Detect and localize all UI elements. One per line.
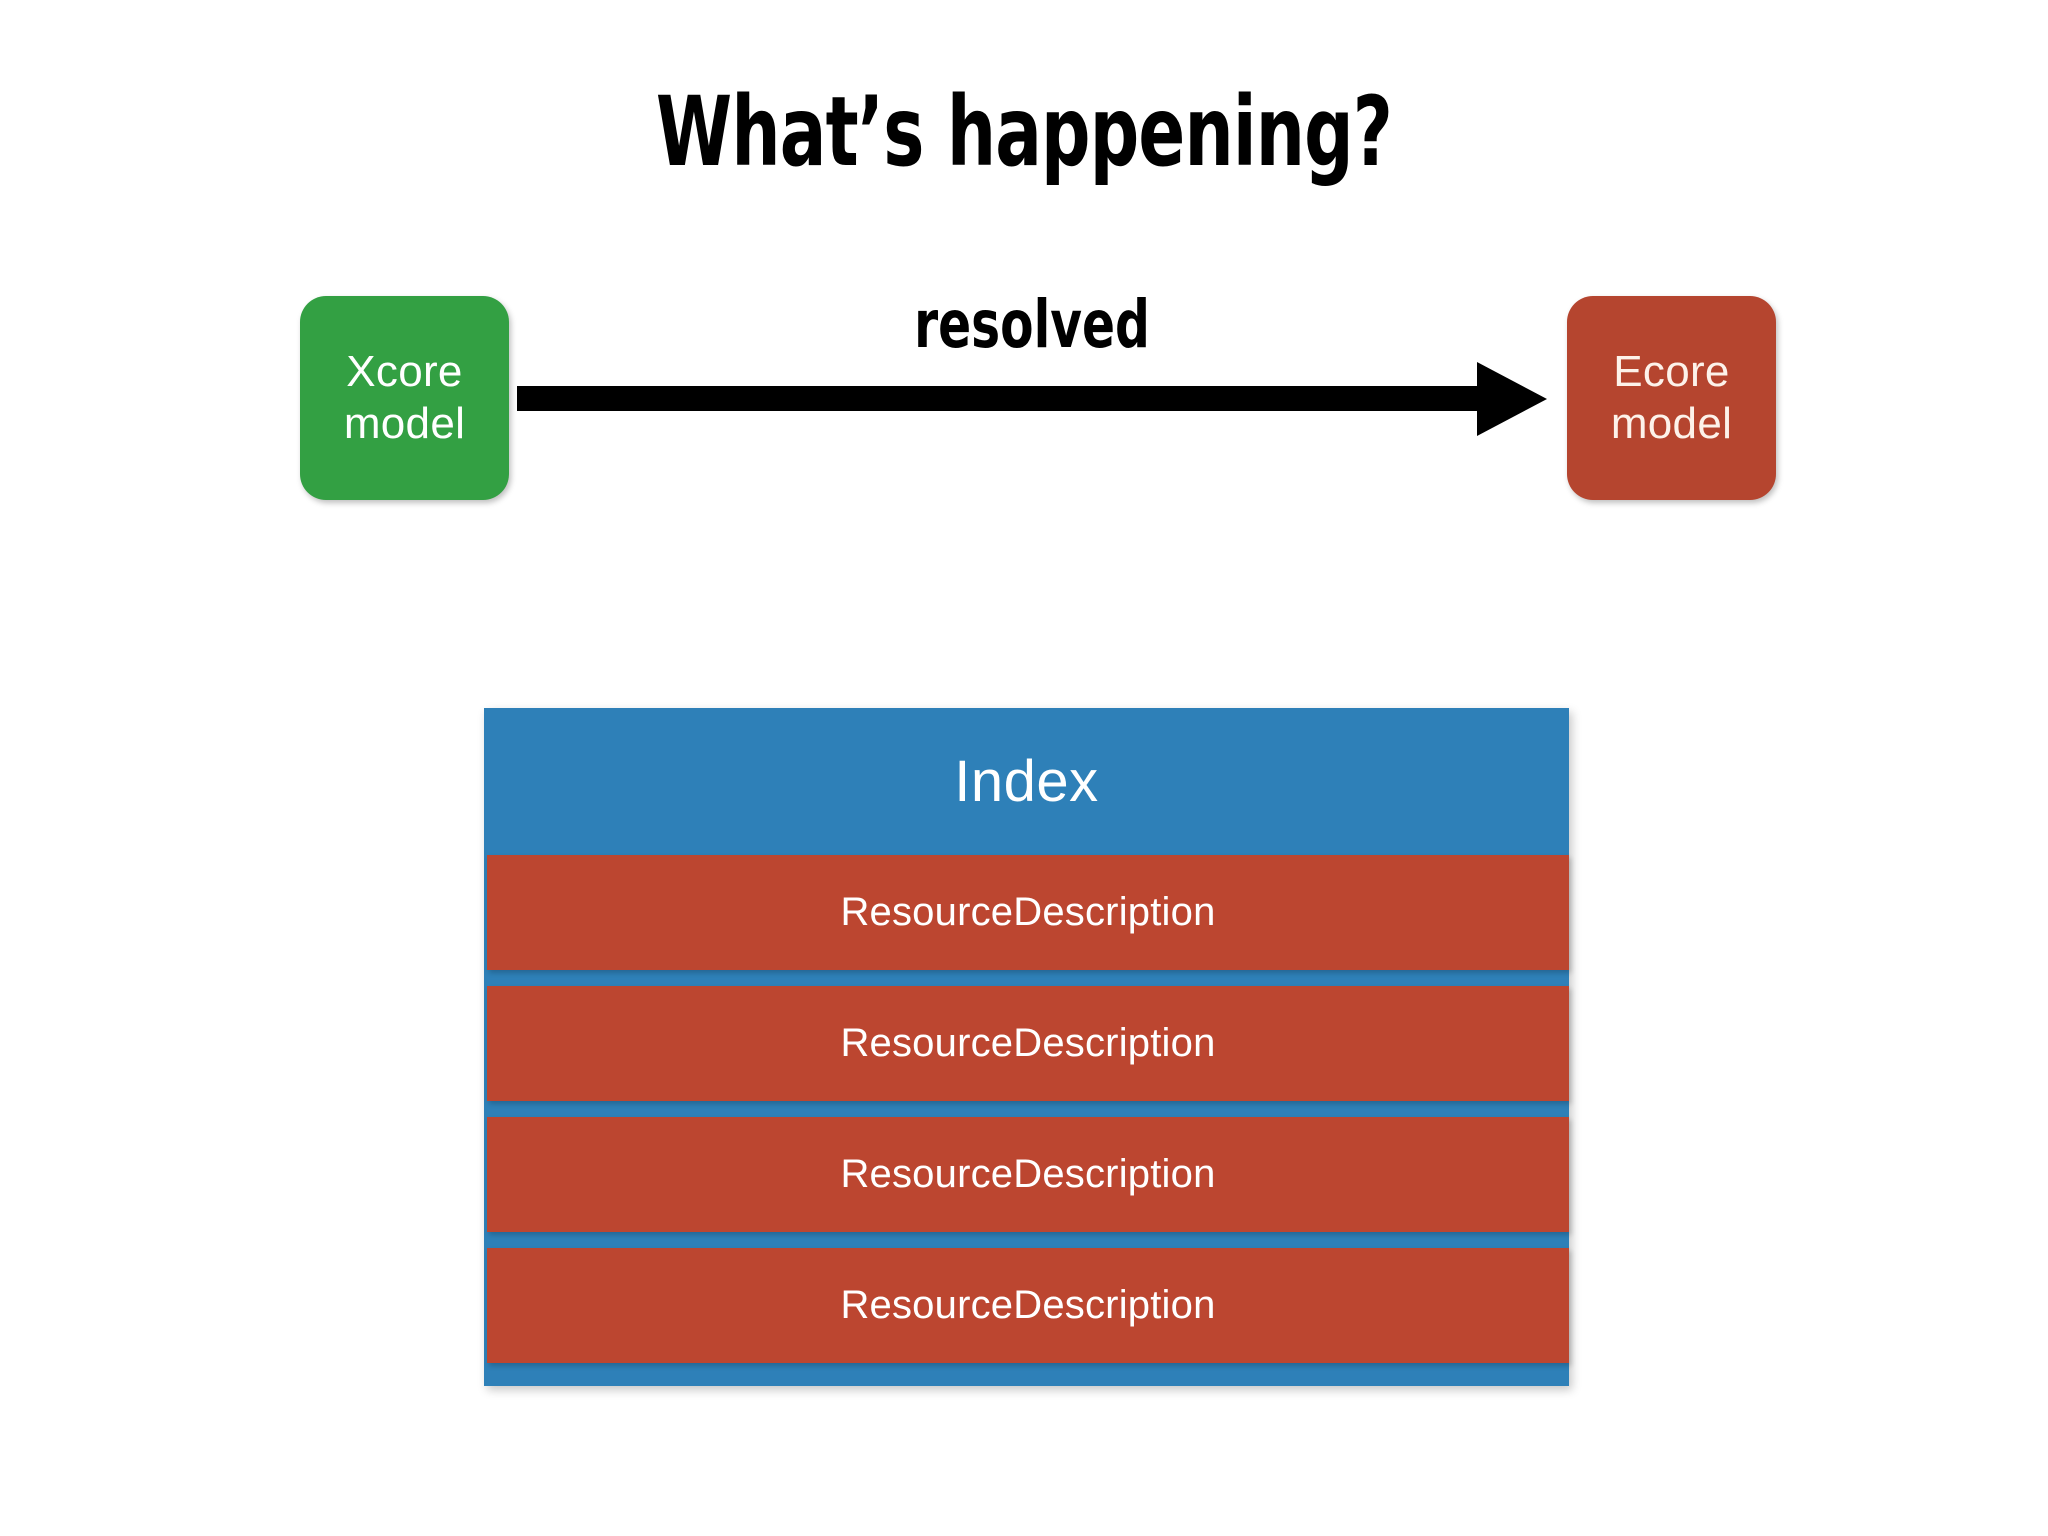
list-item[interactable]: ResourceDescription xyxy=(487,986,1569,1101)
page-title: What’s happening? xyxy=(655,76,1393,189)
list-item-label: ResourceDescription xyxy=(840,1152,1216,1196)
node-ecore-model-label: Ecore model xyxy=(1610,347,1733,448)
list-item[interactable]: ResourceDescription xyxy=(487,1248,1569,1363)
index-header-label: Index xyxy=(954,749,1099,814)
arrow-shaft xyxy=(517,386,1483,411)
node-xcore-model[interactable]: Xcore model xyxy=(300,296,509,500)
list-item-label: ResourceDescription xyxy=(840,1021,1216,1065)
index-header: Index xyxy=(484,708,1569,855)
list-item-label: ResourceDescription xyxy=(840,890,1216,934)
node-xcore-model-label: Xcore model xyxy=(343,347,466,448)
list-item-label: ResourceDescription xyxy=(840,1283,1216,1327)
index-stack: Index ResourceDescription ResourceDescri… xyxy=(484,708,1569,1386)
list-item[interactable]: ResourceDescription xyxy=(487,1117,1569,1232)
arrow-label-resolved: resolved xyxy=(914,286,1150,363)
node-ecore-model[interactable]: Ecore model xyxy=(1567,296,1776,500)
flow-arrow xyxy=(517,362,1547,438)
arrow-right-icon xyxy=(1477,362,1547,436)
list-item[interactable]: ResourceDescription xyxy=(487,855,1569,970)
